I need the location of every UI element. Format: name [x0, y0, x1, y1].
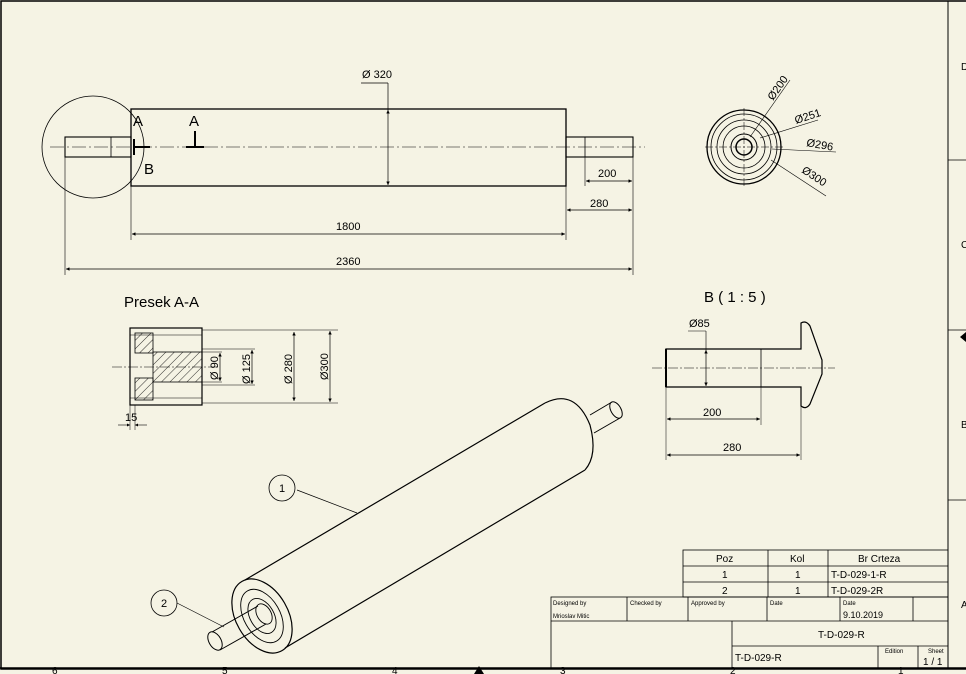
zone-label-bottom: 6 — [52, 666, 58, 674]
centering-mark — [960, 332, 966, 342]
parts-cell: T-D-029-1-R — [831, 570, 887, 581]
main-view — [41, 82, 645, 275]
main-view-labels: Ø 320 2360 1800 280 200 A A B — [133, 69, 616, 268]
parts-cell: 1 — [795, 586, 801, 597]
dim-label-d251: Ø251 — [793, 107, 822, 127]
dim-label-d125: Ø 125 — [241, 354, 253, 384]
zone-label-bottom: 1 — [898, 666, 904, 674]
edition-label: Edition — [885, 649, 903, 655]
zone-label-bottom: 2 — [730, 666, 736, 674]
drawing-number: T-D-029-R — [735, 653, 782, 664]
section-mark-a: A — [133, 113, 143, 130]
sheet-value: 1 / 1 — [923, 657, 943, 668]
balloon-label: 2 — [161, 598, 167, 610]
dim-label-2360: 2360 — [336, 256, 360, 268]
parts-header: Br Crteza — [858, 554, 901, 565]
border-zone-labels: D C B A 6 5 4 3 2 1 — [52, 62, 966, 674]
drawing-title: T-D-029-R — [818, 630, 865, 641]
zone-label-bottom: 3 — [560, 666, 566, 674]
parts-cell: 1 — [795, 570, 801, 581]
parts-header: Kol — [790, 554, 804, 565]
parts-header: Poz — [716, 554, 733, 565]
balloon — [150, 589, 178, 617]
dim-label-dia320: Ø 320 — [362, 69, 392, 81]
section-view — [112, 327, 338, 430]
section-title: Presek A-A — [124, 294, 199, 311]
zone-label-bottom: 4 — [392, 666, 398, 674]
left-shaft — [64, 136, 132, 158]
dim-label-w15: 15 — [125, 412, 137, 424]
approved-by-label: Approved by — [691, 601, 725, 607]
date-value: 9.10.2019 — [843, 610, 883, 620]
dim-label-1800: 1800 — [336, 221, 360, 233]
dim-label-d300: Ø300 — [799, 164, 828, 189]
dim-label-d200: Ø200 — [766, 74, 791, 103]
dim-label-d85: Ø85 — [689, 318, 710, 330]
date-label: Date — [843, 601, 856, 607]
parts-list-text: Poz Kol Br Crteza 1 1 T-D-029-1-R 2 1 T-… — [716, 554, 901, 597]
end-view-labels: Ø200 Ø251 Ø296 Ø300 — [766, 74, 834, 189]
centering-mark — [474, 666, 484, 674]
section-mark-a: A — [189, 113, 199, 130]
designed-by-value: Mrioslav Mitic — [553, 614, 589, 620]
balloon — [268, 474, 296, 502]
parts-cell: T-D-029-2R — [831, 586, 883, 597]
section-labels: Ø 90 Ø 125 Ø 280 Ø300 15 — [125, 353, 331, 424]
title-block — [550, 596, 949, 669]
dim-label-len280: 280 — [723, 442, 741, 454]
sheet-label: Sheet — [928, 649, 944, 655]
balloon-label: 1 — [279, 483, 285, 495]
detail-labels: Ø85 200 280 — [689, 318, 741, 454]
dim-label-len200: 200 — [703, 407, 721, 419]
dim-label-d300: Ø300 — [319, 353, 331, 380]
dim-label-d280: Ø 280 — [283, 354, 295, 384]
detail-mark-b: B — [144, 161, 154, 178]
end-view — [705, 79, 837, 197]
checked-by-label: Checked by — [630, 601, 662, 607]
date-label: Date — [770, 601, 783, 607]
parts-cell: 2 — [722, 586, 728, 597]
parts-cell: 1 — [722, 570, 728, 581]
zone-label-right: A — [961, 600, 966, 611]
detail-title: B ( 1 : 5 ) — [704, 289, 766, 306]
detail-view — [652, 321, 835, 460]
title-block-text: Designed by Mrioslav Mitic Checked by Ap… — [553, 601, 944, 668]
zone-label-right: C — [961, 240, 966, 251]
zone-label-right: D — [961, 62, 966, 73]
dim-label-d90: Ø 90 — [209, 356, 221, 380]
dim-label-d296: Ø296 — [805, 137, 834, 153]
zone-label-bottom: 5 — [222, 666, 228, 674]
isometric-view — [150, 398, 623, 654]
dim-label-200: 200 — [598, 168, 616, 180]
zone-label-right: B — [961, 420, 966, 431]
dim-label-280: 280 — [590, 198, 608, 210]
designed-by-label: Designed by — [553, 601, 586, 607]
